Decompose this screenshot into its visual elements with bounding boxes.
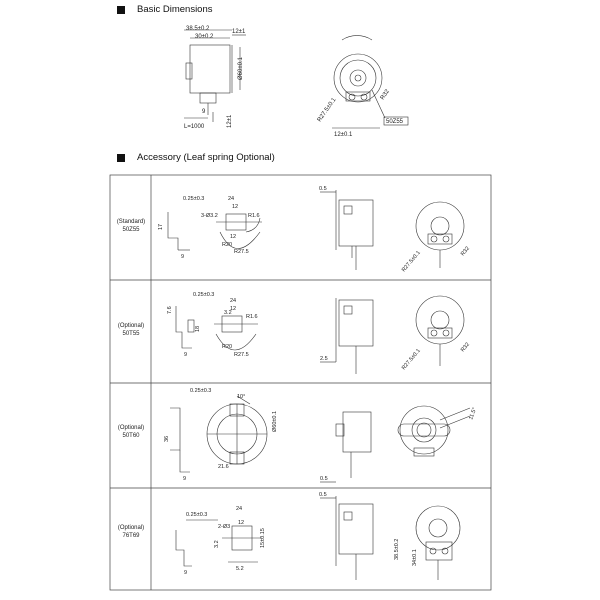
r1-dim-7: 9 (181, 254, 184, 260)
row4-side-drawing (320, 496, 374, 580)
row2-label-line1: (Optional) (117, 323, 145, 329)
r3-dim-5: 9 (183, 476, 186, 482)
r1-side-dim: 0.5 (319, 186, 327, 192)
r1-dim-3: 3-Ø3.2 (201, 213, 218, 219)
r1-dim-6: 17 (158, 224, 164, 230)
r1-dim-5: 12 (230, 234, 236, 240)
r2-dim-6: 18 (195, 326, 201, 332)
row3-label: (Optional) 50T60 (112, 424, 150, 440)
dim-body-diameter: Ø60±0.1 (238, 56, 244, 80)
row3-front-drawing (397, 405, 471, 457)
row2-label: (Optional) 50T55 (112, 322, 150, 338)
row4-label: (Optional) 76T69 (112, 524, 150, 540)
row4-front-dims: 38.5±0.2 34±0.1 (394, 539, 418, 566)
r4-front-dim-1: 34±0.1 (412, 549, 418, 566)
r1-dim-2: 12 (232, 204, 238, 210)
r4-dim-2: 2-Ø3 (218, 524, 230, 530)
row3-left-drawing (170, 395, 268, 473)
accessory-title: Accessory (Leaf spring Optional) (137, 152, 275, 163)
r3-dim-2: Ø60±0.1 (272, 411, 278, 432)
row3-label-line1: (Optional) (117, 425, 145, 431)
r4-dim-5: 3.2 (214, 540, 220, 548)
r1-dim-1: 24 (228, 196, 234, 202)
basic-front-view (332, 35, 386, 129)
row3-left-dims: 0.25±0.3 10° Ø60±0.1 36 21.6 9 (164, 388, 278, 482)
row2-left-dims: 0.25±0.3 24 12 R1.6 3.2 7.6 18 9 R20 R27… (167, 292, 258, 358)
row1-left-dims: 0.25±0.3 24 12 3-Ø3.2 R1.6 12 17 9 R20 R… (158, 196, 260, 260)
r3-dim-0: 0.25±0.3 (190, 388, 211, 394)
row4-front-drawing (415, 505, 461, 580)
r3-dim-1: 10° (237, 394, 245, 400)
r2-dim-0: 0.25±0.3 (193, 292, 214, 298)
r2-dim-7: 9 (184, 352, 187, 358)
r4-side-dim: 0.5 (319, 492, 327, 498)
row4-left-dims: 0.25±0.3 24 2-Ø3 12 15±0.15 3.2 5.2 9 (184, 506, 266, 576)
bullet-square-icon (117, 5, 125, 14)
r1-dim-0: 0.25±0.3 (183, 196, 204, 202)
row2-front-dims: R27.5±0.1 R32 (401, 342, 471, 372)
r2-dim-8: R20 (222, 344, 232, 350)
r1-dim-8: R20 (222, 242, 232, 248)
row1-front-drawing (415, 201, 465, 268)
accessory-table (109, 174, 492, 591)
row3-label-line2: 50T60 (122, 433, 140, 439)
r2-front-dim-0: R27.5±0.1 (401, 348, 422, 371)
r3-dim-4: 21.6 (218, 464, 229, 470)
r1-front-dim-0: R27.5±0.1 (401, 250, 422, 273)
row2-front-drawing (415, 295, 465, 366)
r2-side-dim: 2.5 (320, 356, 328, 362)
r1-dim-4: R1.6 (248, 213, 260, 219)
basic-dimensions-title: Basic Dimensions (137, 4, 213, 15)
r2-dim-2: 12 (230, 306, 236, 312)
r4-dim-7: 9 (184, 570, 187, 576)
row2-label-line2: 50T55 (122, 331, 140, 337)
r2-dim-9: R27.5 (234, 352, 249, 358)
row1-label-line2: 50Z55 (122, 227, 140, 233)
dim-cable-length: L=1000 (184, 124, 205, 130)
dim-body-length: 30±0.2 (195, 34, 214, 40)
row4-left-drawing (175, 519, 262, 567)
basic-side-view (184, 29, 246, 122)
model-label: 50Z55 (386, 119, 404, 125)
accessory-header: Accessory (Leaf spring Optional) (117, 152, 275, 163)
r4-dim-0: 0.25±0.3 (186, 512, 207, 518)
row3-side-drawing (320, 411, 372, 483)
row1-label-line1: (Standard) (116, 219, 146, 225)
r1-front-dim-1: R32 (460, 246, 471, 258)
dim-r32: R32 (380, 88, 392, 101)
r4-dim-6: 5.2 (236, 566, 244, 572)
r4-dim-1: 24 (236, 506, 242, 512)
row1-left-drawing (167, 212, 262, 251)
row1-side-drawing (320, 190, 374, 270)
row2-side-drawing (320, 298, 374, 374)
r4-front-dim-0: 38.5±0.2 (394, 539, 400, 560)
basic-dimensions-header: Basic Dimensions (117, 4, 213, 15)
dim-r27-5: R27.5±0.1 (317, 97, 338, 124)
dim-shaft-length: 12±1 (232, 29, 246, 35)
row4-label-line1: (Optional) (117, 525, 145, 531)
r2-dim-1: 24 (230, 298, 236, 304)
bullet-square-icon (117, 153, 125, 162)
dim-cable-exit: 12±1 (227, 114, 233, 128)
row1-label: (Standard) 50Z55 (112, 218, 150, 234)
r2-dim-3: R1.6 (246, 314, 258, 320)
dim-12: 12±0.1 (334, 132, 353, 138)
dim-flange: 9 (202, 109, 206, 115)
r1-dim-9: R27.5 (234, 249, 249, 255)
model-label-box (383, 116, 409, 126)
r3-side-dim: 0.5 (320, 476, 328, 482)
r4-dim-3: 12 (238, 520, 244, 526)
r2-front-dim-1: R32 (460, 342, 471, 354)
r3-front-dim-0: 11.5° (468, 407, 478, 421)
row4-label-line2: 76T69 (122, 533, 140, 539)
r3-dim-3: 36 (164, 436, 170, 442)
basic-side-dims: 38.5±0.2 30±0.2 12±1 Ø60±0.1 9 L=1000 12… (184, 26, 246, 130)
r2-dim-4: 3.2 (224, 310, 232, 316)
row2-left-drawing (175, 306, 258, 351)
r4-dim-4: 15±0.15 (260, 528, 266, 548)
r2-dim-5: 7.6 (167, 306, 173, 314)
dim-overall-length: 38.5±0.2 (186, 26, 210, 32)
